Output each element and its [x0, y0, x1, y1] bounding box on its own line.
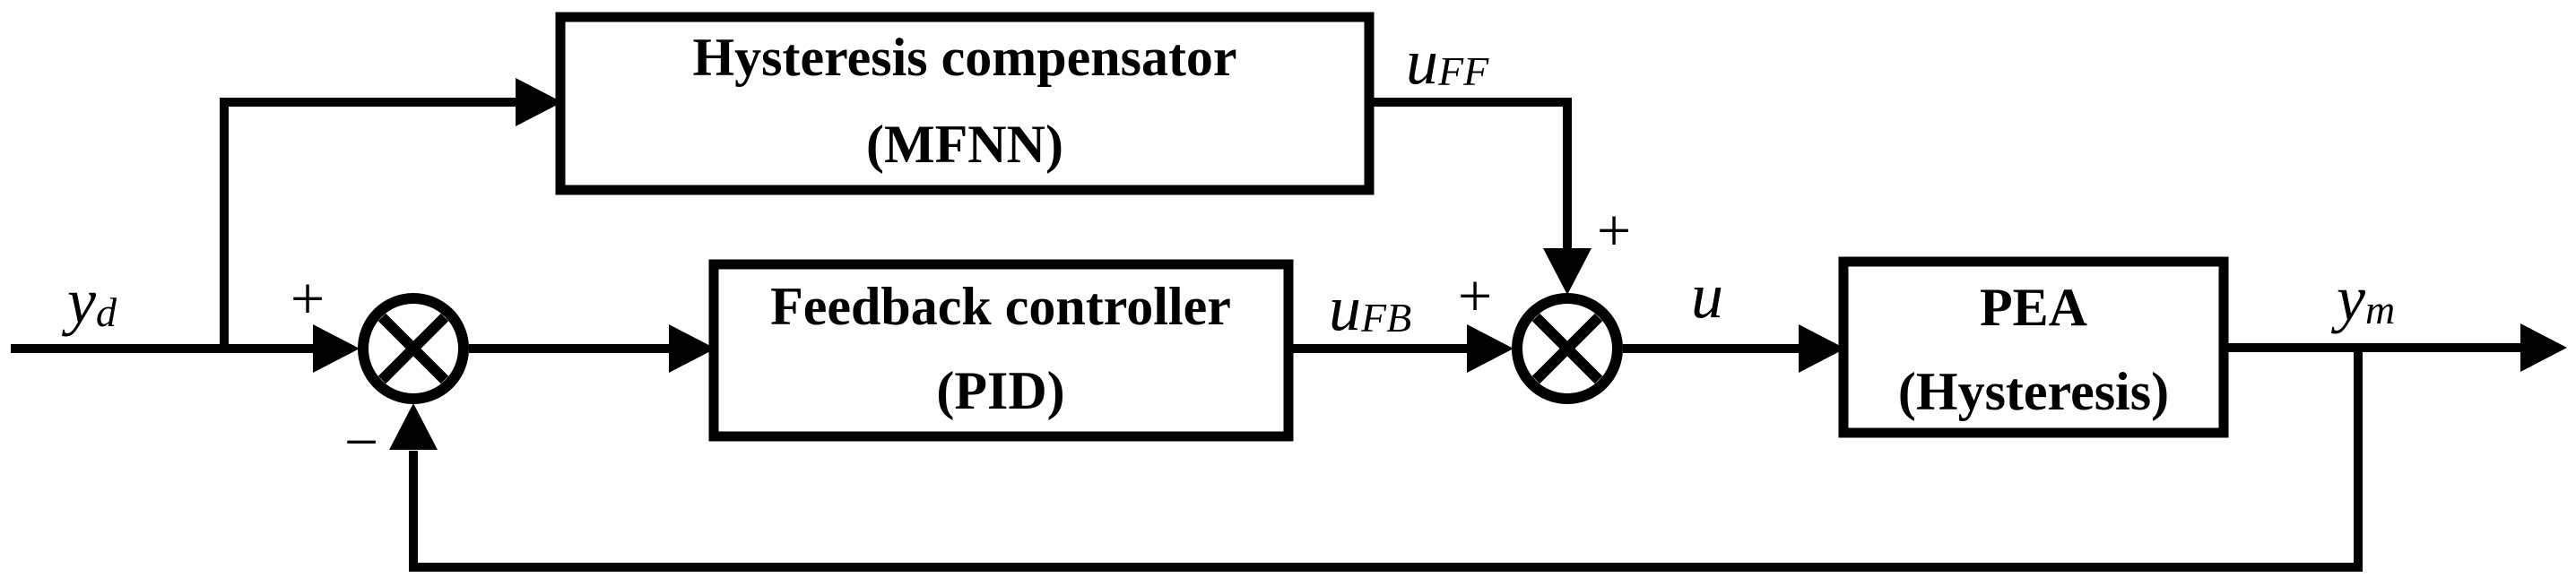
block-pea-line2: (Hysteresis) [1898, 362, 2169, 421]
summing-junction-2 [1512, 293, 1623, 404]
block-hysteresis-compensator: Hysteresis compensator (MFNN) [555, 12, 1375, 195]
arrowhead-into-pid [669, 324, 716, 373]
block-feedback-controller-box [708, 259, 1294, 442]
label-uff-subscript: FF [1437, 48, 1489, 94]
arrowhead-into-sum1 [313, 324, 360, 373]
label-uff-base: u [1406, 26, 1438, 98]
plus-sign-sum1-input: + [291, 264, 325, 332]
label-ufb: uFB [1329, 272, 1411, 344]
arrowhead-ufb-into-sum2 [1467, 324, 1514, 373]
summing-junction-1-cross [377, 313, 449, 384]
line-branch-to-compensator [220, 98, 517, 349]
block-hysteresis-compensator-box [555, 12, 1375, 195]
label-uff: uFF [1406, 26, 1489, 98]
label-ym: ym [2330, 263, 2395, 334]
label-yd-subscript: d [96, 289, 117, 335]
block-hysteresis-compensator-line1: Hysteresis compensator [692, 28, 1236, 87]
label-ym-subscript: m [2365, 287, 2395, 332]
line-uff-to-sum2 [1369, 98, 1572, 252]
block-feedback-controller-line2: (PID) [936, 361, 1064, 420]
plus-sign-sum2-feedforward: + [1597, 196, 1631, 264]
minus-sign-sum1-feedback: − [344, 408, 378, 476]
block-feedback-controller: Feedback controller (PID) [708, 259, 1294, 442]
arrowhead-into-compensator [516, 78, 562, 126]
label-ufb-base: u [1329, 272, 1361, 344]
line-feedback-loop [409, 348, 2363, 572]
label-yd-base: y [61, 265, 96, 337]
plus-sign-sum2-feedback: + [1458, 262, 1492, 330]
label-ufb-subscript: FB [1360, 295, 1411, 340]
arrowhead-output [2520, 323, 2567, 372]
arrowhead-into-pea [1799, 324, 1845, 373]
label-u-base: u [1691, 260, 1723, 332]
label-u: u [1691, 260, 1723, 332]
label-yd: yd [61, 265, 117, 337]
arrowhead-uff-into-sum2 [1543, 248, 1592, 295]
summing-junction-2-cross [1531, 313, 1603, 384]
block-pea-box [1838, 256, 2229, 438]
block-pea: PEA (Hysteresis) [1838, 256, 2229, 438]
arrowhead-feedback-into-sum1 [389, 403, 438, 450]
block-feedback-controller-line1: Feedback controller [770, 277, 1231, 336]
block-pea-line1: PEA [1980, 278, 2087, 337]
summing-junction-1 [358, 293, 469, 404]
block-hysteresis-compensator-line2: (MFNN) [866, 115, 1063, 174]
label-ym-base: y [2330, 263, 2365, 334]
